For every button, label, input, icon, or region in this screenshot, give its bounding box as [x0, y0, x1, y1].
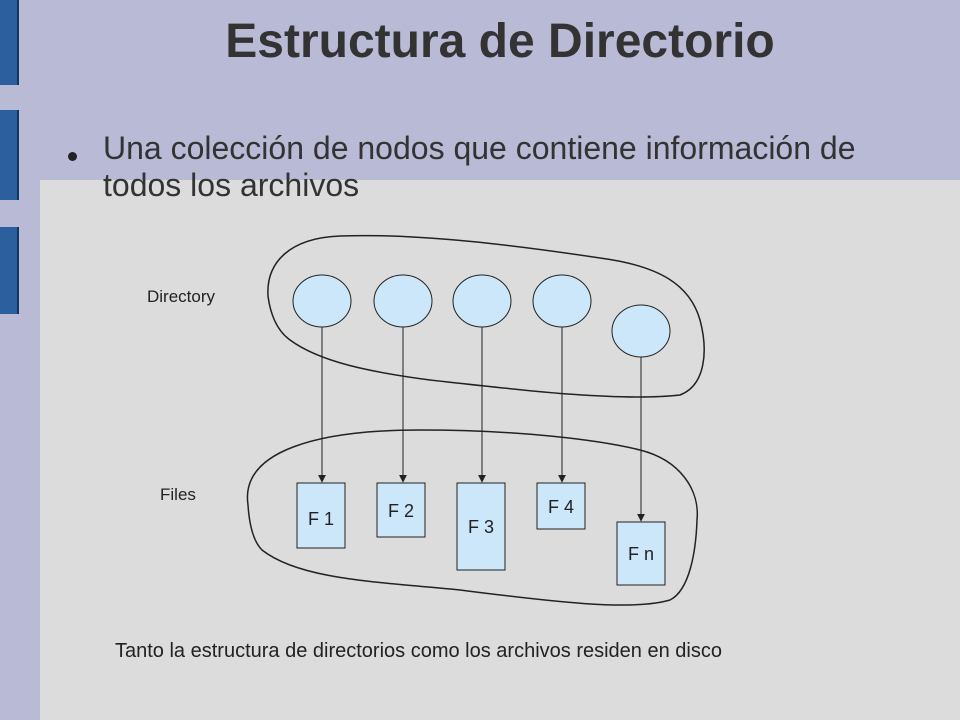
file-box-1 — [296, 482, 346, 549]
accent-bar-3 — [0, 227, 19, 314]
directory-node-4 — [532, 274, 592, 328]
file-label-2: F 2 — [388, 501, 414, 521]
directory-label: Directory — [147, 287, 216, 306]
directory-enclosure — [267, 234, 705, 398]
directory-node-2 — [373, 274, 433, 328]
slide-title: Estructura de Directorio — [225, 15, 775, 68]
files-enclosure — [246, 429, 698, 606]
file-box-n — [616, 521, 666, 586]
bullet-dot-icon — [68, 152, 77, 161]
accent-bar-1 — [0, 0, 19, 85]
files-label: Files — [160, 485, 196, 504]
content-panel — [40, 180, 960, 720]
file-box-2 — [376, 482, 426, 538]
file-label-1: F 1 — [308, 509, 334, 529]
directory-node-3 — [452, 274, 512, 328]
accent-bar-2 — [0, 110, 19, 200]
directory-node-5 — [611, 304, 671, 358]
file-label-n: F n — [628, 544, 654, 564]
footnote-text: Tanto la estructura de directorios como … — [115, 640, 722, 662]
file-label-4: F 4 — [548, 497, 574, 517]
directory-node-1 — [292, 274, 352, 328]
bullet-text: Una colección de nodos que contiene info… — [103, 130, 856, 203]
file-box-4 — [536, 482, 586, 530]
file-box-3 — [456, 482, 506, 571]
file-label-3: F 3 — [468, 517, 494, 537]
